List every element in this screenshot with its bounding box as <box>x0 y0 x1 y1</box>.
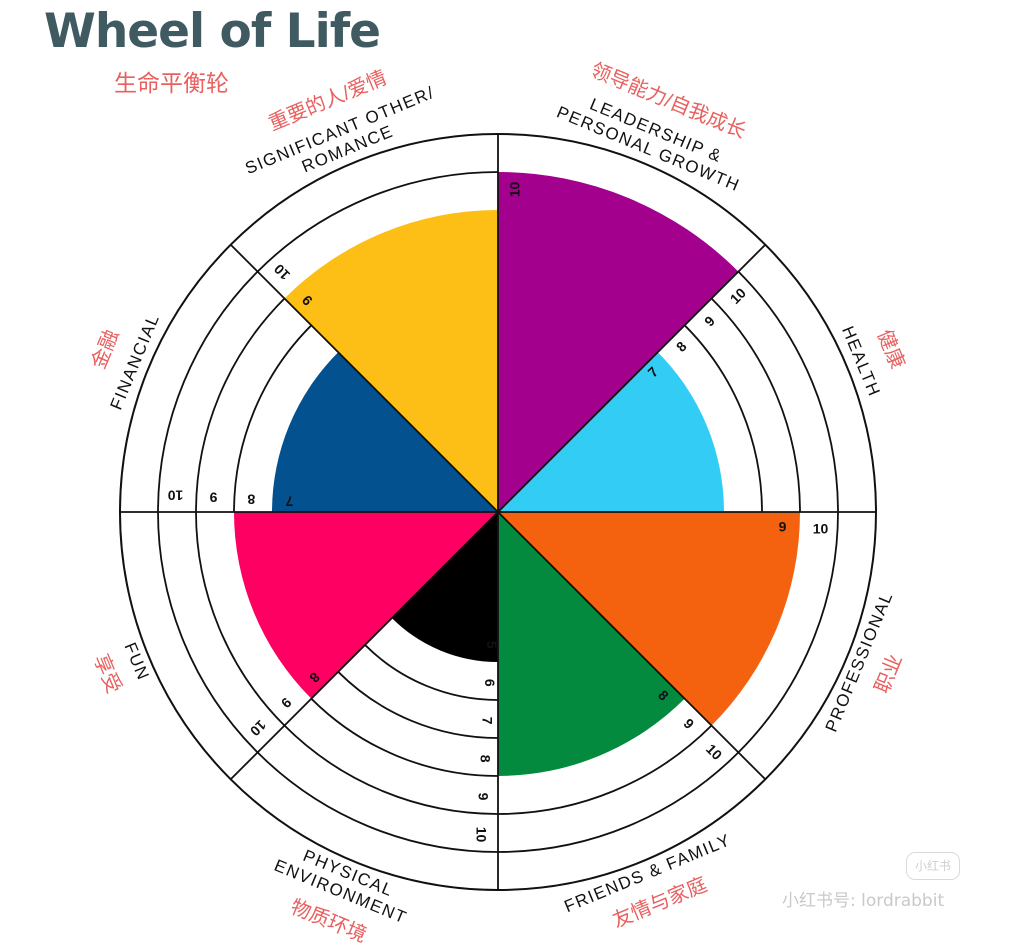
ring-financial-8 <box>233 324 312 513</box>
ring-environment-9 <box>283 724 499 815</box>
scale-label-fun-9: 9 <box>278 694 295 711</box>
scale-label-environment-8: 8 <box>478 755 494 763</box>
ring-fun-10 <box>157 511 259 754</box>
page-title: Wheel of Life <box>44 4 381 59</box>
scale-label-professional-9: 9 <box>779 519 787 535</box>
scale-label-environment-10: 10 <box>473 827 489 843</box>
scale-label-financial-10: 10 <box>168 487 184 503</box>
scale-label-environment-5: 5 <box>484 641 500 649</box>
scale-label-friends-10: 10 <box>703 741 725 763</box>
scale-label-financial-9: 9 <box>209 489 217 505</box>
divider-1 <box>497 244 766 513</box>
watermark: 小红书号: lordrabbit <box>782 891 945 911</box>
ring-health-8 <box>684 324 763 513</box>
ring-friends-9 <box>497 724 713 815</box>
scale-label-health-9: 9 <box>701 313 718 330</box>
ring-financial-9 <box>195 297 286 513</box>
wedge-financial <box>272 352 498 512</box>
wedge-fun <box>234 512 498 699</box>
label-professional-zh: 职业 <box>870 651 907 697</box>
ring-financial-10 <box>157 270 259 513</box>
divider-3 <box>497 511 766 780</box>
score-wedges <box>234 172 800 776</box>
divider-7 <box>230 244 499 513</box>
scale-label-health-8: 8 <box>673 338 690 355</box>
scale-label-environment-7: 7 <box>480 717 496 725</box>
scale-label-professional-10: 10 <box>813 521 829 537</box>
wedge-romance <box>284 210 498 512</box>
wedge-growth <box>498 172 739 512</box>
ring-environment-6 <box>364 644 499 701</box>
label-financial-en-0: FINANCIAL <box>107 311 164 413</box>
ring-environment-10 <box>256 751 499 853</box>
ring-environment-7 <box>337 671 499 739</box>
scale-label-fun-10: 10 <box>247 717 269 739</box>
label-financial-zh: 金融 <box>87 326 124 372</box>
ring-health-9 <box>710 297 801 513</box>
wedge-professional <box>498 512 800 726</box>
scale-label-financial-7: 7 <box>285 494 293 510</box>
ring-health-10 <box>737 270 839 513</box>
ring-professional-10 <box>737 511 839 754</box>
ring-environment-8 <box>310 698 499 777</box>
wedge-environment <box>391 512 498 662</box>
scale-label-growth-10: 10 <box>507 182 523 198</box>
label-fun-zh: 享受 <box>89 651 126 697</box>
label-health-zh: 健康 <box>873 326 910 372</box>
wedge-friends <box>498 512 685 776</box>
ring-fun-9 <box>195 511 286 727</box>
category-dividers <box>120 134 876 890</box>
scale-label-romance-10: 10 <box>270 261 292 283</box>
wedge-health <box>498 352 724 512</box>
watermark-badge: 小红书 <box>906 852 960 880</box>
ring-friends-10 <box>497 751 740 853</box>
page-subtitle: 生命平衡轮 <box>114 71 229 97</box>
scale-label-environment-6: 6 <box>482 679 498 687</box>
scale-label-health-10: 10 <box>727 284 749 306</box>
scale-label-friends-9: 9 <box>680 715 697 732</box>
divider-5 <box>230 511 499 780</box>
scale-label-environment-9: 9 <box>475 793 491 801</box>
label-fun-en-0: FUN <box>120 640 153 684</box>
scale-label-financial-8: 8 <box>247 492 255 508</box>
ring-romance-10 <box>256 171 499 273</box>
